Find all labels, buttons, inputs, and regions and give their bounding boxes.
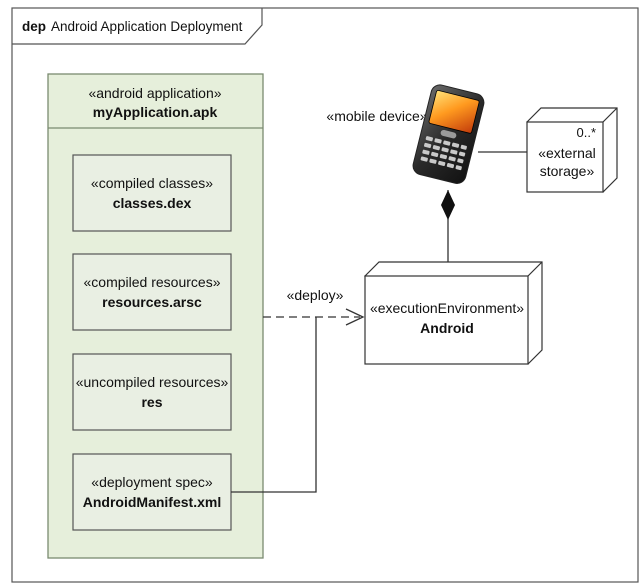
composition-connector[interactable] [441, 190, 455, 262]
artifact-stereotype: «compiled classes» [91, 175, 213, 191]
diagram-frame: dep Android Application Deployment [11, 7, 639, 583]
mobile-device-node[interactable]: «mobile device» [326, 83, 485, 185]
storage-stereotype-line2: storage» [540, 163, 595, 179]
artifact-android-application[interactable]: «android application» myApplication.apk … [47, 73, 264, 559]
artifact-name: res [141, 394, 162, 410]
artifact-stereotype: «android application» [88, 85, 221, 101]
deploy-label: «deploy» [287, 287, 344, 303]
device-stereotype: «mobile device» [326, 108, 427, 124]
frame-keyword: dep [22, 19, 46, 34]
artifact-compiled-resources[interactable]: «compiled resources» resources.arsc [72, 253, 232, 331]
artifact-deployment-spec[interactable]: «deployment spec» AndroidManifest.xml [72, 453, 232, 531]
external-storage-node[interactable]: 0..* «external storage» [526, 107, 618, 193]
artifact-stereotype: «deployment spec» [91, 474, 213, 490]
artifact-name: classes.dex [113, 195, 192, 211]
mobile-phone-icon [412, 84, 485, 184]
storage-stereotype-line1: «external [538, 145, 596, 161]
artifact-name: resources.arsc [102, 294, 202, 310]
frame-title: dep Android Application Deployment [22, 19, 243, 34]
storage-multiplicity: 0..* [576, 125, 596, 140]
artifact-uncompiled-resources[interactable]: «uncompiled resources» res [72, 353, 232, 431]
composition-diamond [441, 190, 455, 220]
environment-stereotype: «executionEnvironment» [370, 300, 524, 316]
execution-environment-node[interactable]: «executionEnvironment» Android [364, 261, 543, 365]
frame-title-text: Android Application Deployment [51, 19, 243, 34]
artifact-stereotype: «compiled resources» [84, 274, 221, 290]
artifact-compiled-classes[interactable]: «compiled classes» classes.dex [72, 154, 232, 232]
artifact-name: myApplication.apk [93, 104, 218, 120]
deploy-dependency[interactable]: «deploy» [231, 287, 365, 493]
environment-name: Android [420, 320, 474, 336]
artifact-stereotype: «uncompiled resources» [76, 374, 229, 390]
artifact-name: AndroidManifest.xml [83, 494, 221, 510]
